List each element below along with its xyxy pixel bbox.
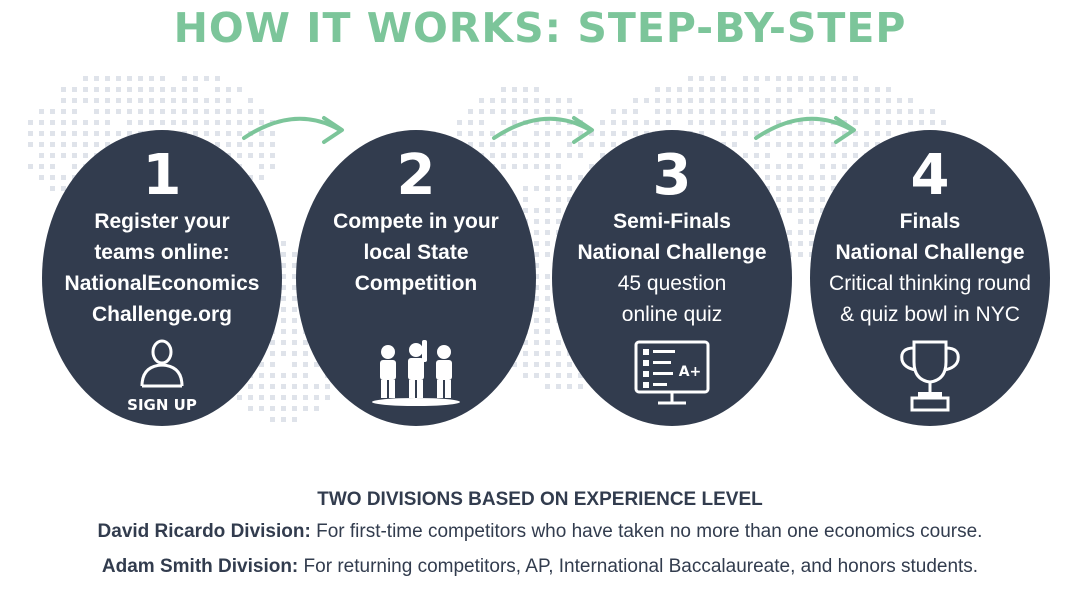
step-description: Register your teams online: NationalEcon… — [42, 206, 282, 330]
team-icon — [372, 340, 460, 406]
step-text-line: National Challenge — [835, 241, 1025, 264]
step-text-line: 45 question — [617, 272, 727, 295]
step-text-line: NationalEconomics — [64, 272, 260, 295]
step-number: 4 — [910, 143, 950, 208]
sign-up-label: SIGN UP — [127, 396, 197, 414]
division-line: Adam Smith Division: For returning compe… — [0, 549, 1080, 584]
step-text-line: Finals — [899, 210, 961, 233]
step-text-line: local State — [363, 241, 469, 264]
division-description: For first-time competitors who have take… — [310, 521, 983, 542]
step-text-line: Critical thinking round — [829, 272, 1031, 295]
step-1-circle: 1 Register your teams online: NationalEc… — [42, 130, 282, 426]
step-description: Compete in your local State Competition — [296, 206, 536, 299]
person-icon: SIGN UP — [127, 339, 197, 414]
step-text-line: Register your — [94, 210, 230, 233]
step-text-line: online quiz — [621, 303, 723, 326]
step-number: 3 — [652, 143, 692, 208]
division-line: David Ricardo Division: For first-time c… — [0, 514, 1080, 549]
step-text-line: Semi-Finals — [613, 210, 731, 233]
monitor-quiz-icon: A+ — [634, 340, 710, 405]
step-text-line: Compete in your — [333, 210, 499, 233]
page-title: HOW IT WORKS: STEP-BY-STEP — [173, 4, 907, 52]
division-description: For returning competitors, AP, Internati… — [298, 556, 979, 577]
step-3-circle: 3 Semi-Finals National Challenge 45 ques… — [552, 130, 792, 426]
step-4-circle: 4 Finals National Challenge Critical thi… — [810, 130, 1050, 426]
trophy-icon — [900, 340, 960, 412]
divisions-heading: TWO DIVISIONS BASED ON EXPERIENCE LEVEL — [317, 489, 763, 510]
step-text-line: & quiz bowl in NYC — [840, 303, 1020, 326]
grade-label: A+ — [679, 364, 702, 380]
step-description: Finals National Challenge Critical think… — [810, 206, 1050, 330]
step-2-circle: 2 Compete in your local State Competitio… — [296, 130, 536, 426]
step-text-line: Challenge.org — [91, 303, 233, 326]
arrow-right-icon — [492, 116, 594, 144]
step-number: 2 — [396, 143, 436, 208]
step-text-line: National Challenge — [577, 241, 767, 264]
arrow-right-icon — [754, 116, 856, 144]
step-text-line: Competition — [354, 272, 478, 295]
step-description: Semi-Finals National Challenge 45 questi… — [552, 206, 792, 330]
step-text-line: teams online: — [94, 241, 230, 264]
divisions-section: TWO DIVISIONS BASED ON EXPERIENCE LEVEL … — [0, 486, 1080, 584]
arrow-right-icon — [242, 116, 344, 144]
division-name: David Ricardo Division: — [97, 521, 311, 542]
step-number: 1 — [142, 143, 182, 208]
division-name: Adam Smith Division: — [101, 556, 299, 577]
